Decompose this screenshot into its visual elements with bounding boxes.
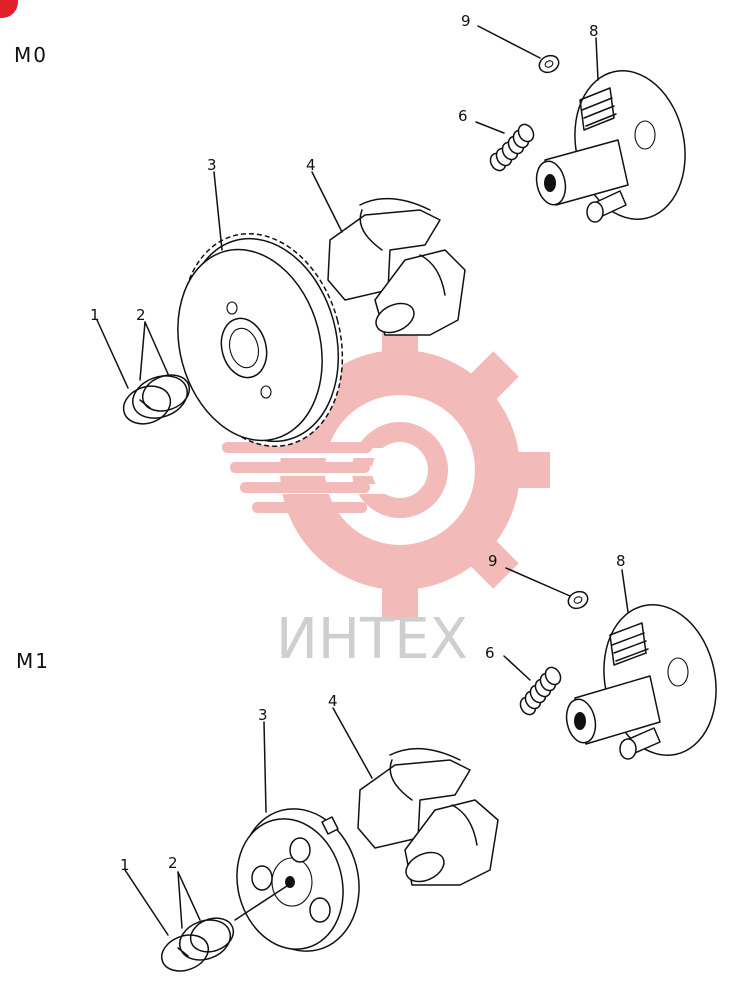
- m0-callout-8: 8: [589, 22, 599, 40]
- section-label-m0: M0: [14, 43, 48, 67]
- m1-callout-2: 2: [168, 854, 178, 872]
- m1-callout-9: 9: [488, 552, 498, 570]
- corner-badge: [0, 0, 18, 18]
- m1-callout-8: 8: [616, 552, 626, 570]
- m1-callout-3: 3: [258, 706, 268, 724]
- m0-part-2-rings: [132, 374, 191, 419]
- m1-callouts: 1 2 3 4 6 8 9: [120, 552, 626, 874]
- m0-callout-6: 6: [458, 107, 468, 125]
- m0-callout-9: 9: [461, 12, 471, 30]
- m1-assembly: [124, 567, 717, 972]
- m0-pin: [586, 190, 627, 223]
- m1-part-4-flyweights: [357, 747, 499, 886]
- m0-leader-lines: [96, 25, 599, 389]
- section-label-m1: M1: [16, 649, 50, 673]
- m0-callout-1: 1: [90, 306, 100, 324]
- m0-callout-2: 2: [136, 306, 146, 324]
- m0-callout-4: 4: [306, 156, 316, 174]
- m1-pin: [619, 727, 661, 760]
- m1-part-8-flange: [565, 604, 717, 760]
- m0-part-4-flyweights: [327, 197, 466, 336]
- m0-assembly: [96, 25, 686, 448]
- m0-part-9-washer: [538, 54, 560, 74]
- watermark-gear-logo: [200, 320, 550, 620]
- m1-part-1-ring: [160, 934, 210, 972]
- m1-callout-6: 6: [485, 644, 495, 662]
- m0-part-8-flange: [535, 70, 686, 223]
- m0-part-6-spring: [489, 123, 535, 172]
- m1-part-3-hub: [236, 808, 360, 952]
- m1-callout-1: 1: [120, 856, 130, 874]
- m0-callouts: 1 2 3 4 6 8 9: [90, 12, 599, 324]
- m1-callout-4: 4: [328, 692, 338, 710]
- m1-part-2-rings: [178, 917, 235, 961]
- m1-part-6-spring: [519, 666, 562, 716]
- watermark-text: ИНТЕХ: [276, 607, 468, 672]
- m0-callout-3: 3: [207, 156, 217, 174]
- m0-part-1-ring: [122, 385, 172, 425]
- m0-part-3-gear: [177, 232, 344, 448]
- m1-leader-lines: [124, 567, 629, 936]
- m1-part-9-washer: [567, 590, 589, 610]
